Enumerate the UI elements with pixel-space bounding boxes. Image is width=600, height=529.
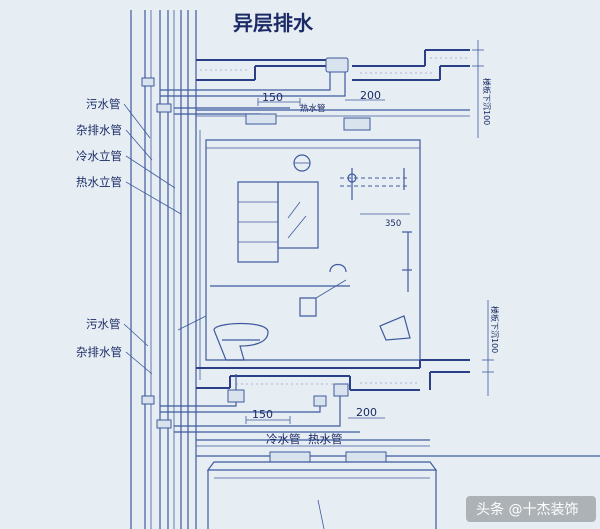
upper-floor-slab — [196, 49, 470, 117]
riser-pipes — [130, 10, 197, 529]
lower-callouts: 污水管 杂排水管 — [76, 315, 207, 375]
watermark-text: 头条 @十杰装饰 — [476, 501, 578, 518]
label-lower-misc: 杂排水管 — [76, 345, 122, 359]
dim-lower-200: 200 — [356, 406, 377, 419]
label-hot-pipe: 热水管 — [308, 432, 343, 446]
dim-upper-150: 150 — [262, 91, 283, 104]
upper-drain-pipes — [160, 57, 371, 131]
dim-lower-150: 150 — [252, 408, 273, 421]
lower-fixture — [206, 461, 438, 529]
label-upper-sewage: 污水管 — [86, 97, 121, 111]
lower-floor-slab — [196, 359, 600, 457]
lower-dimensions: 150 200 冷水管 热水管 楼板下沉100 — [245, 300, 500, 446]
diagram-title: 异层排水 — [233, 11, 314, 35]
label-upper-misc: 杂排水管 — [76, 123, 122, 137]
label-lower-sewage: 污水管 — [86, 317, 121, 331]
label-cold-pipe: 冷水管 — [266, 432, 301, 446]
dim-upper-200: 200 — [360, 89, 381, 102]
label-cold-riser: 冷水立管 — [76, 149, 122, 163]
upper-dimensions: 150 200 热水管 楼板下沉100 — [257, 40, 492, 138]
watermark: 头条 @十杰装饰 — [466, 496, 596, 522]
lower-drain-pipes — [160, 374, 387, 463]
upper-heat-tag: 热水管 — [300, 103, 326, 114]
label-hot-riser: 热水立管 — [76, 175, 122, 189]
floor-note-lower: 楼板下沉100 — [490, 306, 500, 353]
bathroom-room: 350 — [199, 130, 421, 380]
floor-note-upper: 楼板下沉100 — [482, 78, 492, 125]
dim-350: 350 — [385, 219, 401, 229]
upper-callouts: 污水管 杂排水管 冷水立管 热水立管 — [76, 97, 182, 215]
